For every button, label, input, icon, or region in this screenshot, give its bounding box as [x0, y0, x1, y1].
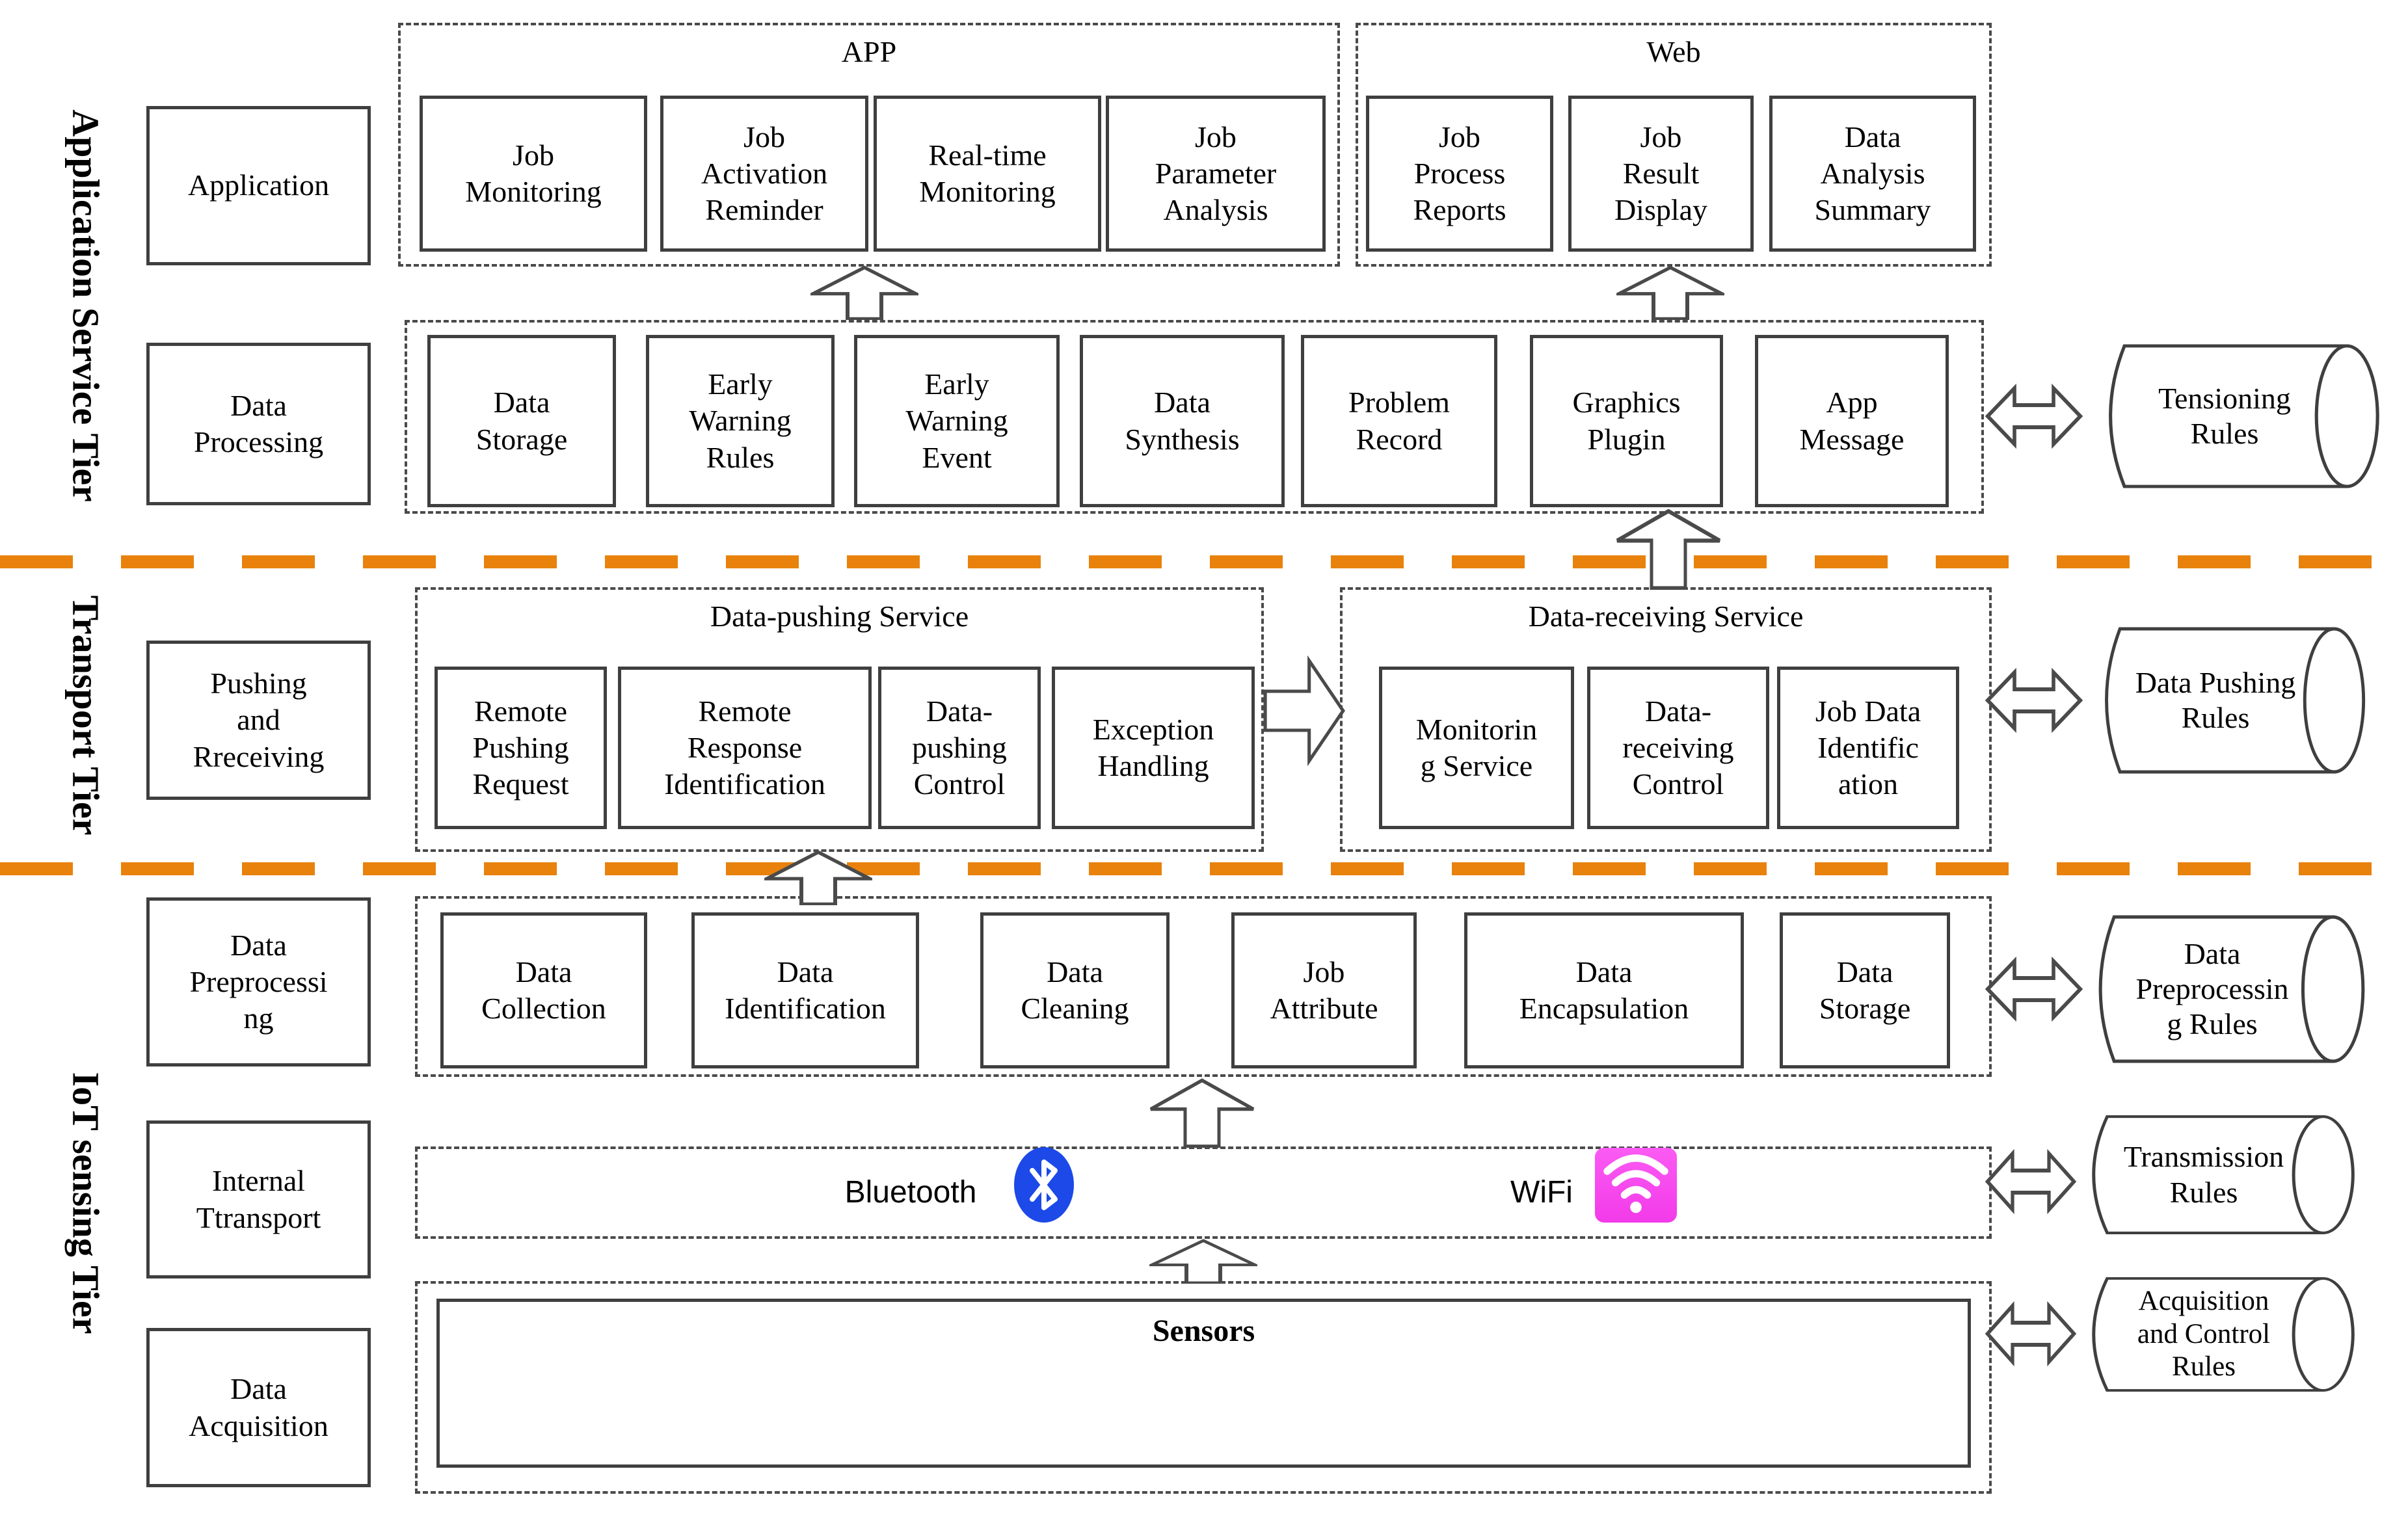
cylinder-data-pushing-rules: Data Pushing Rules	[2088, 626, 2388, 775]
up-arrow-processing-to-app	[810, 265, 918, 320]
tier-label-application-service: Application Service Tier	[64, 109, 107, 502]
box-data-pushing-control: Data- pushing Control	[878, 667, 1041, 829]
cylinder-transmission-label: Transmission Rules	[2123, 1140, 2284, 1209]
box-problem-record: Problem Record	[1301, 335, 1497, 507]
tier-divider-2	[0, 862, 2408, 875]
box-job-process-reports: Job Process Reports	[1366, 96, 1553, 252]
row-label-data-preprocessing: Data Preprocessi ng	[146, 897, 371, 1066]
box-early-warning-event: Early Warning Event	[854, 335, 1060, 507]
row-label-pushing-receiving: Pushing and Rreceiving	[146, 641, 371, 800]
cylinder-data-preprocessing-label: Data Preprocessin g Rules	[2135, 936, 2289, 1041]
group-data-pushing-title: Data-pushing Service	[710, 600, 969, 633]
group-web-title: Web	[1646, 35, 1701, 68]
double-arrow-acquisition	[1985, 1298, 2076, 1370]
box-data-encapsulation: Data Encapsulation	[1464, 912, 1744, 1068]
box-real-time-monitoring: Real-time Monitoring	[874, 96, 1101, 252]
box-sensors: Sensors	[436, 1299, 1971, 1468]
bluetooth-label: Bluetooth	[844, 1174, 977, 1210]
group-data-preprocessing	[415, 896, 1992, 1077]
box-data-analysis-summary: Data Analysis Summary	[1769, 96, 1976, 252]
cylinder-transmission-rules: Transmission Rules	[2075, 1114, 2378, 1236]
right-arrow-pushing-to-receiving	[1263, 656, 1346, 766]
bluetooth-icon	[1014, 1147, 1074, 1223]
group-data-receiving-title: Data-receiving Service	[1528, 600, 1804, 633]
cylinder-data-pushing-label: Data Pushing Rules	[2135, 665, 2296, 734]
up-arrow-sensors-to-transport	[1149, 1239, 1257, 1284]
box-job-monitoring: Job Monitoring	[420, 96, 647, 252]
up-arrow-preprocessing-to-pushing	[764, 850, 872, 905]
tier-label-transport: Transport Tier	[64, 595, 107, 836]
double-arrow-preprocessing	[1985, 953, 2083, 1025]
box-graphics-plugin: Graphics Plugin	[1530, 335, 1723, 507]
box-remote-pushing-request: Remote Pushing Request	[435, 667, 607, 829]
box-early-warning-rules: Early Warning Rules	[646, 335, 835, 507]
box-exception-handling: Exception Handling	[1052, 667, 1255, 829]
box-monitoring-service: Monitorin g Service	[1379, 667, 1574, 829]
cylinder-tensioning-rules: Tensioning Rules	[2091, 343, 2403, 490]
row-label-data-acquisition: Data Acquisition	[146, 1328, 371, 1487]
group-app: APP	[398, 23, 1340, 267]
cylinder-acquisition-label: Acquisition and Control Rules	[2137, 1285, 2271, 1383]
box-data-storage-processing: Data Storage	[427, 335, 616, 507]
group-web: Web	[1356, 23, 1992, 267]
wifi-label: WiFi	[1510, 1174, 1573, 1210]
group-internal-transport	[415, 1146, 1992, 1239]
tier-label-iot-sensing: IoT sensing Tier	[64, 1072, 107, 1334]
double-arrow-tensioning	[1985, 380, 2083, 452]
sensors-label: Sensors	[1152, 1314, 1255, 1348]
box-job-activation-reminder: Job Activation Reminder	[660, 96, 868, 252]
box-data-synthesis: Data Synthesis	[1080, 335, 1285, 507]
box-job-result-display: Job Result Display	[1568, 96, 1754, 252]
box-data-storage-preprocessing: Data Storage	[1780, 912, 1950, 1068]
cylinder-data-preprocessing-rules: Data Preprocessin g Rules	[2081, 914, 2388, 1065]
box-job-data-identification: Job Data Identific ation	[1777, 667, 1959, 829]
cylinder-tensioning-label: Tensioning Rules	[2158, 381, 2291, 450]
box-remote-response-identification: Remote Response Identification	[618, 667, 872, 829]
box-data-cleaning: Data Cleaning	[980, 912, 1170, 1068]
box-job-parameter-analysis: Job Parameter Analysis	[1106, 96, 1326, 252]
group-data-processing	[405, 320, 1984, 514]
row-label-internal-transport: Internal Ttransport	[146, 1120, 371, 1278]
box-data-collection: Data Collection	[440, 912, 647, 1068]
row-label-application: Application	[146, 106, 371, 265]
row-label-data-processing: Data Processing	[146, 343, 371, 505]
box-data-receiving-control: Data- receiving Control	[1587, 667, 1769, 829]
up-arrow-transport-to-preprocessing	[1148, 1078, 1256, 1148]
group-app-title: APP	[841, 35, 897, 68]
box-job-attribute: Job Attribute	[1231, 912, 1417, 1068]
double-arrow-data-pushing	[1985, 665, 2083, 736]
cylinder-acquisition-control-rules: Acquisition and Control Rules	[2075, 1276, 2378, 1393]
up-arrow-processing-to-web	[1616, 265, 1724, 320]
double-arrow-transmission	[1985, 1146, 2076, 1217]
wifi-icon	[1595, 1148, 1677, 1223]
box-data-identification: Data Identification	[691, 912, 919, 1068]
group-data-pushing-service: Data-pushing Service	[415, 587, 1264, 852]
tier-divider-1	[0, 555, 2408, 568]
box-app-message: App Message	[1755, 335, 1949, 507]
up-arrow-receiving-to-processing	[1614, 508, 1722, 590]
